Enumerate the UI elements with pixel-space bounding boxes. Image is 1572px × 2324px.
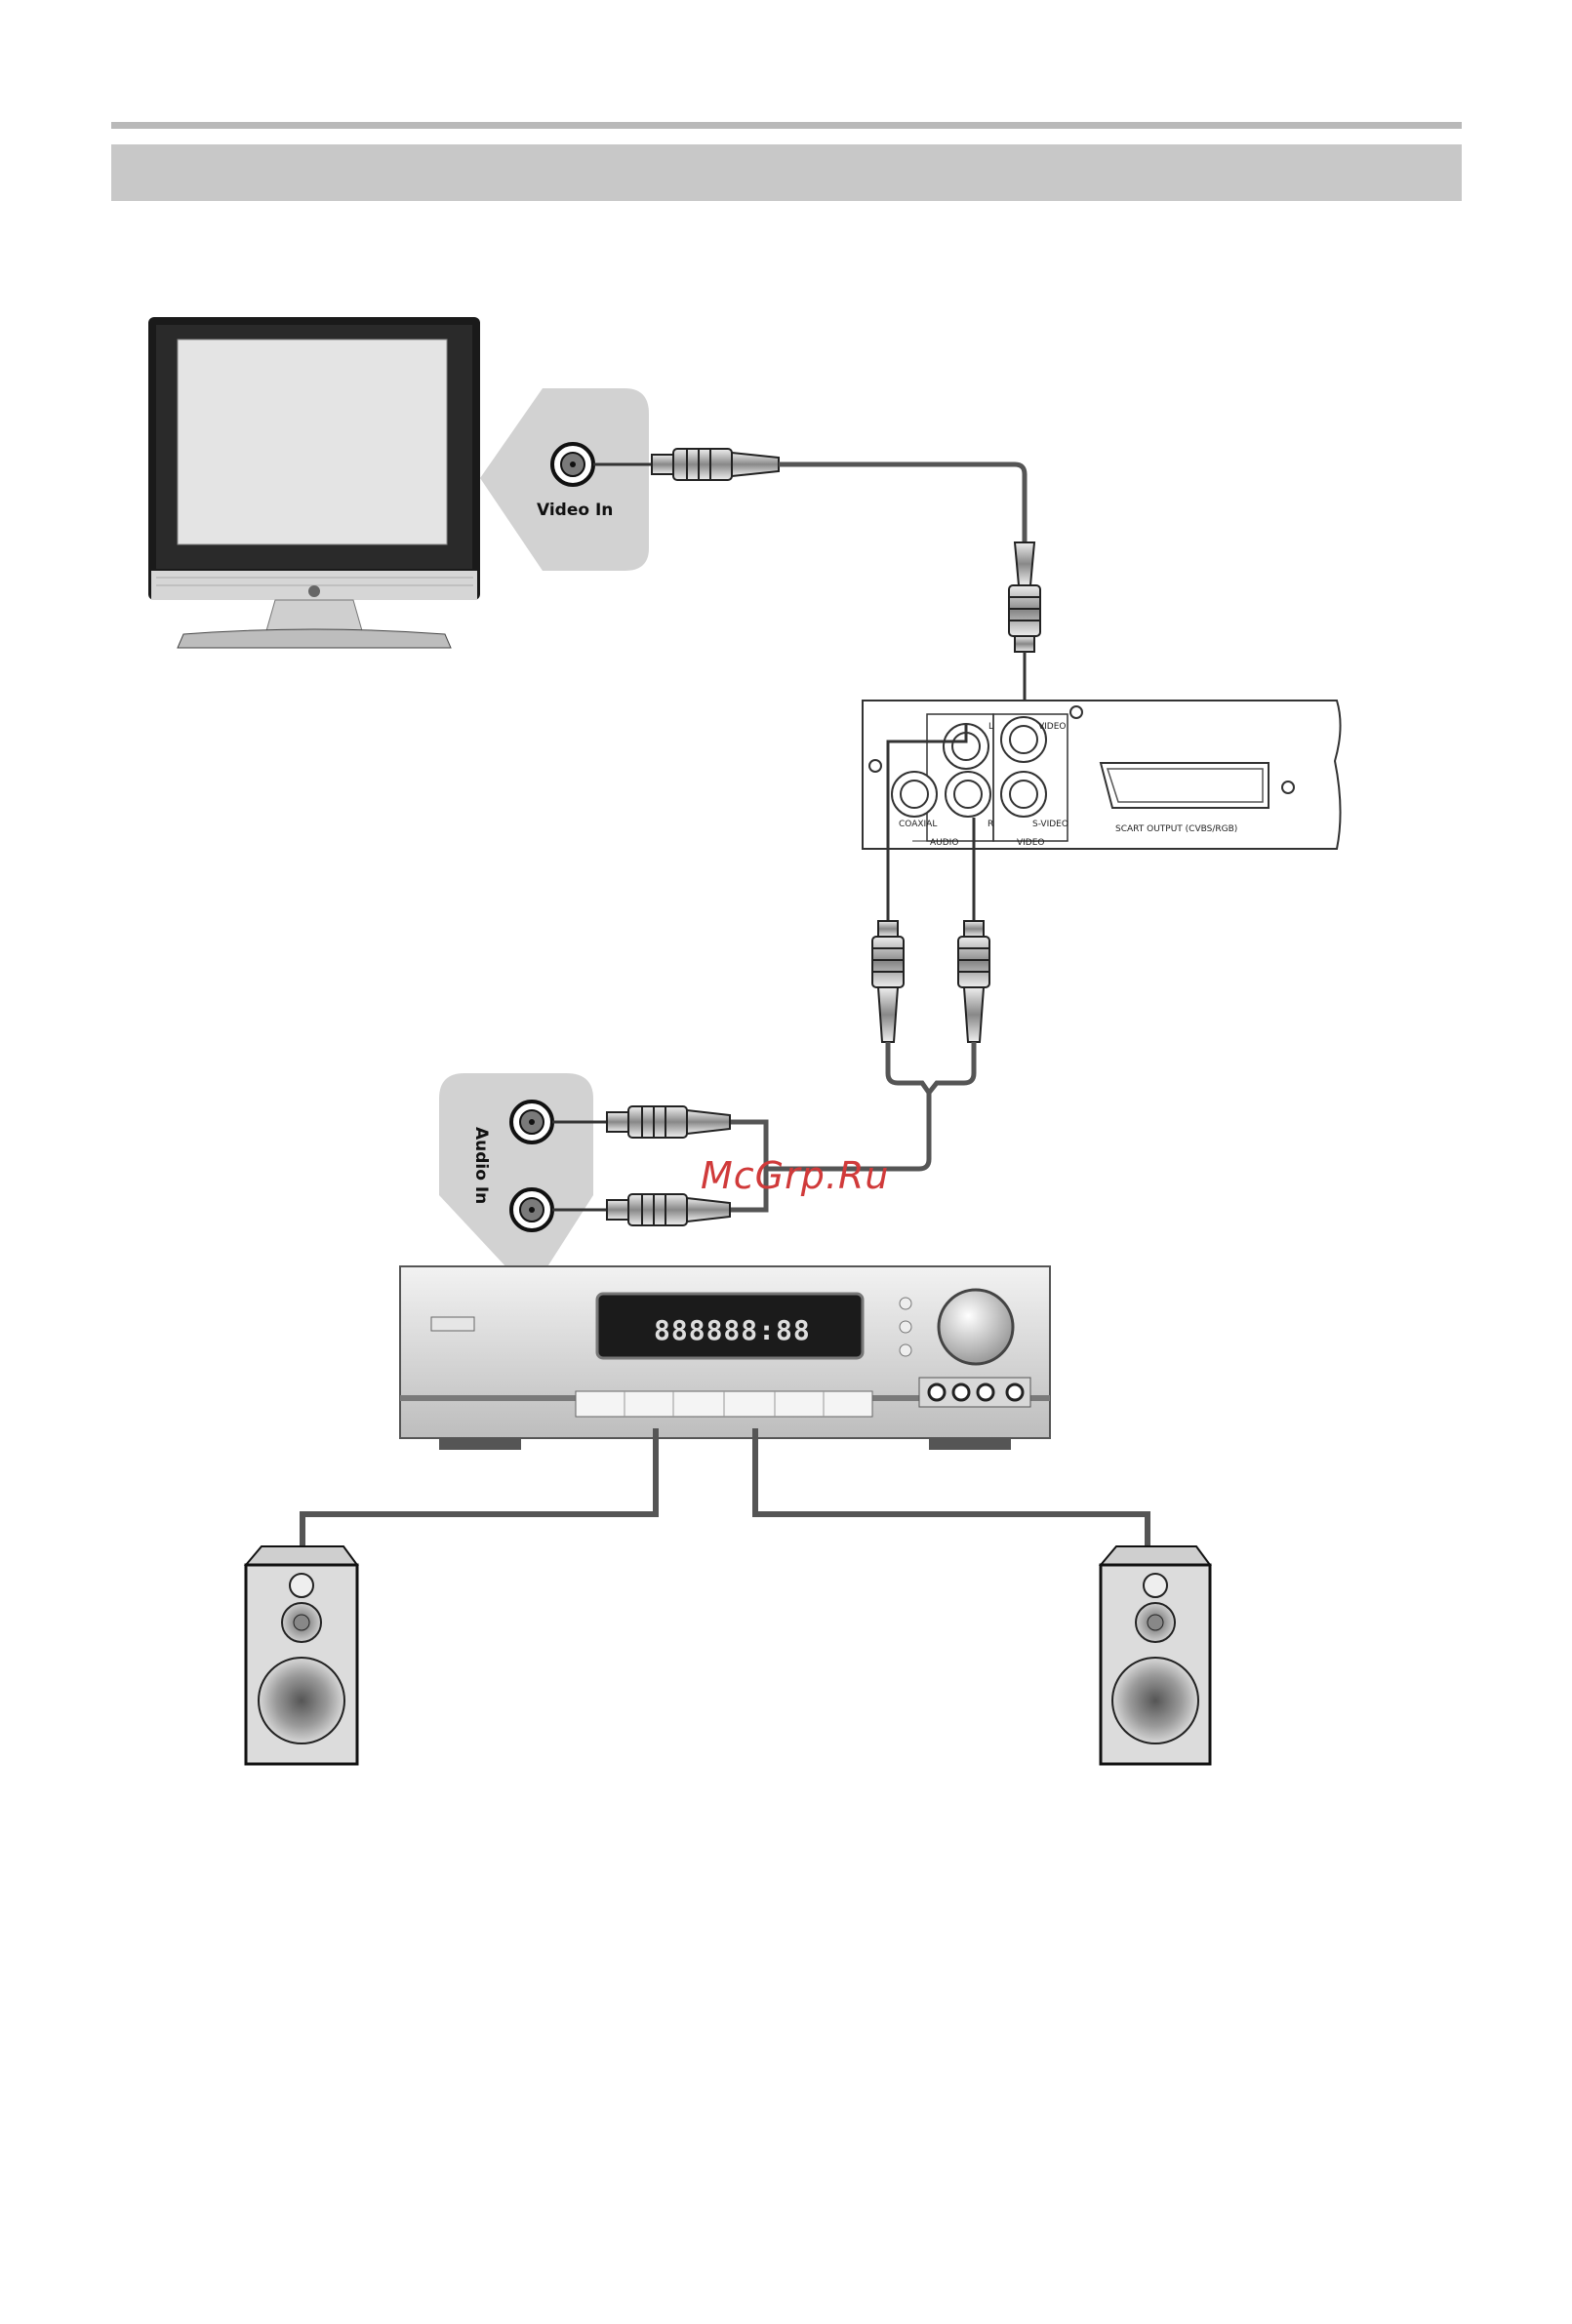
audio-in-callout: Audio In [439, 1073, 593, 1268]
panel-l-label: L [988, 722, 993, 732]
panel-video-group-label: VIDEO [1017, 838, 1045, 848]
audio-cable-right-upper [958, 818, 989, 1042]
video-in-label: Video In [537, 501, 613, 520]
panel-audio-group-label: AUDIO [930, 838, 958, 848]
tv-monitor [148, 317, 480, 648]
panel-video-label: VIDEO [1038, 722, 1067, 732]
video-cable [593, 449, 1040, 718]
panel-scart-label: SCART OUTPUT (CVBS/RGB) [1115, 824, 1237, 834]
panel-coaxial-label: COAXIAL [899, 820, 937, 829]
speaker-left [246, 1546, 357, 1764]
dvd-back-panel: L R VIDEO S-VIDEO COAXIAL AUDIO VIDEO SC… [863, 701, 1341, 849]
receiver-display: 888888:88 [654, 1314, 811, 1346]
speaker-cables [302, 1428, 1148, 1546]
watermark: McGrp.Ru [701, 1154, 889, 1197]
video-in-callout: Video In [480, 388, 649, 571]
speaker-right [1101, 1546, 1210, 1764]
panel-r-label: R [988, 820, 993, 829]
panel-svideo-label: S-VIDEO [1032, 820, 1068, 829]
audio-in-label: Audio In [471, 1127, 491, 1204]
av-receiver: 888888:88 [400, 1266, 1050, 1450]
